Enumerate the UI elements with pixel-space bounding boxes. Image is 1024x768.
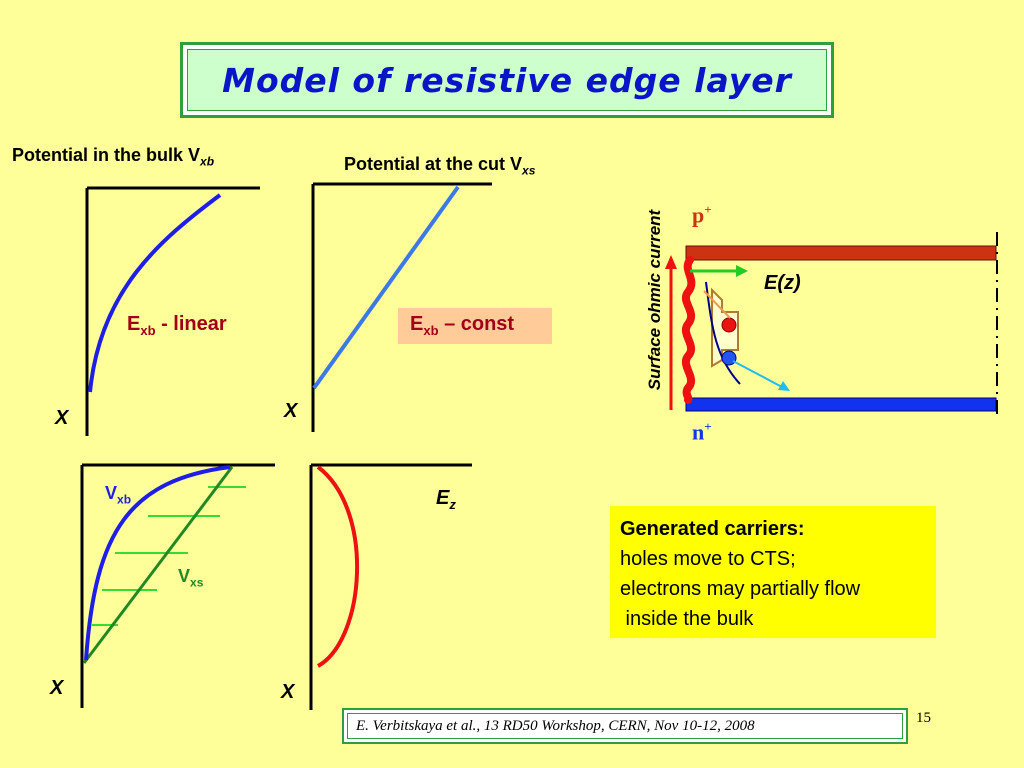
carriers-line-1: holes move to CTS; [620,548,796,570]
exb-linear-label: Exb - linear [127,313,227,338]
ez-panel-label: Ez [436,487,456,512]
field-axes [309,463,472,710]
compare-hatch-lines [92,486,246,626]
exb-const-label: Exb – const [410,313,515,338]
electron-arrow-line [732,360,783,388]
bulk-x-label: X [55,407,69,429]
hole-arrow-line [703,290,731,319]
ez-field-label: E(z) [764,272,801,294]
cut-potential-line [312,185,460,390]
n-plus-label: n+ [692,419,712,445]
surface-ohmic-current-label: Surface ohmic current [645,209,664,391]
carriers-line-2: electrons may partially flow [620,578,861,600]
title-inner-frame: Model of resistive edge layer [187,49,827,111]
p-plus-label: p+ [692,202,712,228]
vxb-label: Vxb [105,483,132,507]
vxb-curve [84,465,231,661]
electron-blue-circle [721,350,737,366]
field-x-label: X [281,681,295,703]
n-plus-layer [685,397,997,412]
cut-x-label: X [284,400,298,422]
surface-current-arrowhead [665,255,677,269]
generated-carriers-box: Generated carriers: holes move to CTS; e… [610,506,936,638]
reference-frame: E. Verbitskaya et al., 13 RD50 Workshop,… [342,708,908,744]
exb-const-box [398,308,552,344]
compare-axes [80,463,275,708]
cut-panel-title: Potential at the cut Vxs [344,154,536,178]
bulk-axes [85,186,260,436]
bulk-panel-title: Potential in the bulk Vxb [12,145,215,169]
carriers-title: Generated carriers: [620,518,805,540]
page-number: 15 [916,710,931,726]
cut-axes [311,182,492,432]
hole-red-circle [721,317,737,333]
hole-path-curve [705,281,741,385]
carriers-line-3: inside the bulk [620,608,754,630]
bulk-potential-curve [88,193,222,393]
reference-citation: E. Verbitskaya et al., 13 RD50 Workshop,… [347,713,903,739]
compare-x-label: X [50,677,64,699]
p-plus-layer [685,245,997,261]
ez-curve [316,465,359,668]
title-frame: Model of resistive edge layer [180,42,834,118]
resistive-edge-wavy [682,256,696,404]
slide-title: Model of resistive edge layer [222,60,792,100]
ez-arrowhead [736,265,748,277]
vxs-line [82,466,234,664]
vxs-label: Vxs [178,566,204,590]
electron-arrowhead [778,381,790,391]
